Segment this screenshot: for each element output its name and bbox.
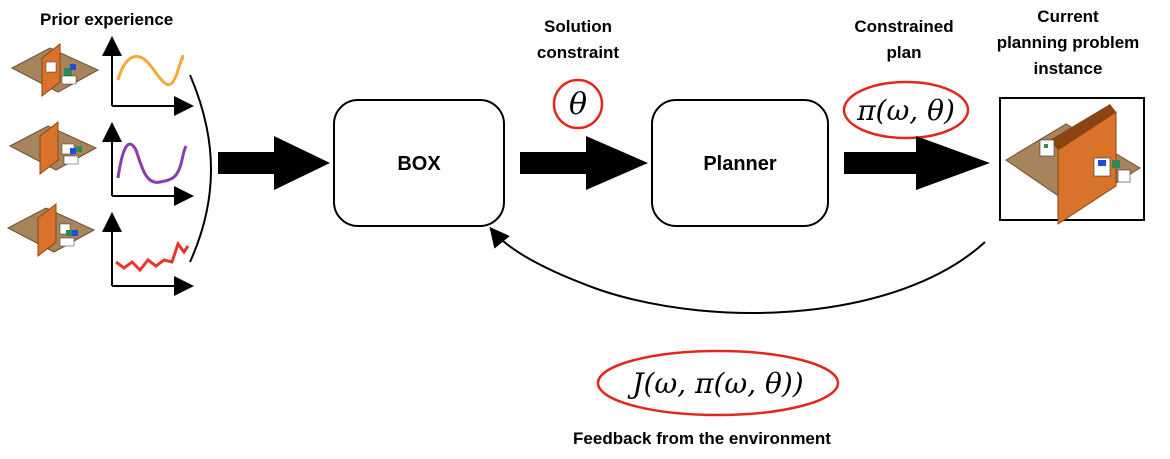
mini-plot-3 bbox=[102, 212, 194, 296]
box-label: BOX bbox=[397, 153, 441, 175]
scene-thumbnail-3 bbox=[6, 202, 96, 258]
prior-experience-label: Prior experience bbox=[40, 10, 173, 29]
pi-expression: π(ω, θ) bbox=[856, 94, 955, 127]
curve-orange bbox=[116, 54, 185, 86]
planner-node bbox=[651, 99, 829, 227]
mini-plot-2 bbox=[102, 122, 194, 206]
curve-red bbox=[115, 240, 190, 273]
feedback-label: Feedback from the environment bbox=[573, 429, 831, 448]
box-node bbox=[333, 99, 505, 227]
solution-label-line2: constraint bbox=[537, 43, 620, 62]
planner-label: Planner bbox=[703, 153, 777, 175]
constrained-label-line2: plan bbox=[887, 43, 922, 62]
theta-ellipse bbox=[552, 78, 604, 130]
bracket bbox=[189, 74, 212, 263]
current-label-line2: planning problem bbox=[997, 33, 1140, 52]
constrained-label-line1: Constrained bbox=[854, 17, 953, 36]
current-label-line1: Current bbox=[1037, 7, 1099, 26]
current-scene-image bbox=[999, 97, 1145, 225]
scene-thumbnail-2 bbox=[8, 120, 98, 176]
arrow-box-to-planner bbox=[520, 136, 648, 190]
j-expression: J(ω, π(ω, θ)) bbox=[627, 367, 803, 400]
j-ellipse bbox=[596, 349, 840, 417]
arrow-planner-to-scene bbox=[844, 136, 990, 190]
curve-purple bbox=[116, 142, 188, 184]
pi-ellipse bbox=[842, 80, 970, 140]
mini-plot-1 bbox=[102, 36, 194, 116]
current-label-line3: instance bbox=[1034, 59, 1103, 78]
solution-label-line1: Solution bbox=[544, 17, 612, 36]
feedback-arrow bbox=[489, 226, 986, 314]
scene-thumbnail-1 bbox=[10, 42, 100, 98]
arrow-prior-to-box bbox=[218, 136, 330, 190]
theta-symbol: θ bbox=[569, 87, 587, 122]
